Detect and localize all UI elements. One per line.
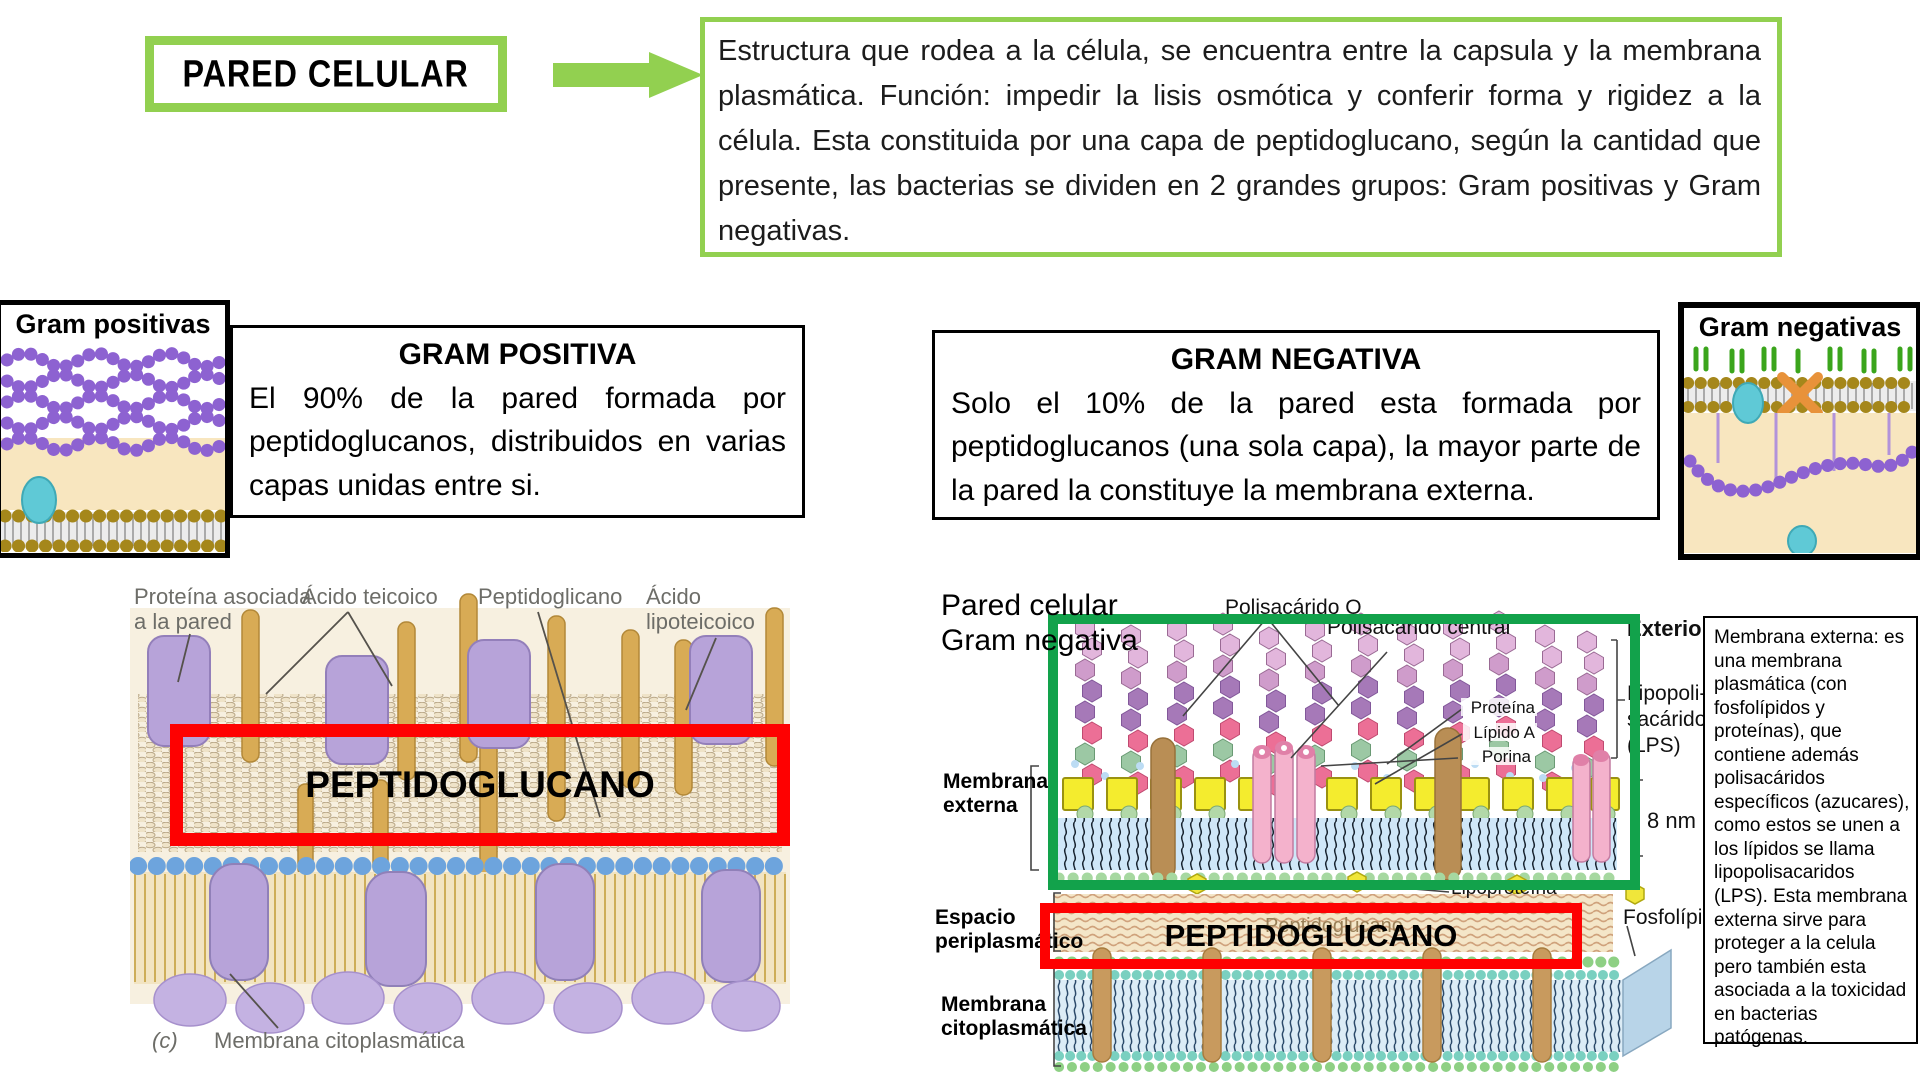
inner-membrane-tails (1055, 980, 1623, 1052)
wall-proteins (147, 635, 753, 765)
label-lps-3: (LPS) (1627, 734, 1681, 757)
gram-negativas-label: Gram negativas (1698, 312, 1902, 342)
label-porina: Porina (1482, 747, 1532, 766)
gram-positiva-title: GRAM POSITIVA (398, 338, 637, 371)
label-peptidoglucano-small: Peptidoglucano (1265, 915, 1403, 937)
inner-membrane-proteins (1092, 947, 1552, 1063)
arrow-shaft (553, 63, 649, 87)
porin-channels (1252, 741, 1611, 864)
gram-positiva-panel: GRAM POSITIVA El 90% de la pared formada… (230, 325, 805, 518)
cytoplasm-proteins (153, 971, 781, 1034)
gram-positive-wall-diagram: Proteína asociada a la pared Ácido teico… (130, 582, 810, 1060)
membrane-proteins (209, 863, 761, 987)
peptidoglucano-highlight-box-gn: PEPTIDOGLUCANO (1040, 903, 1582, 969)
label-lps-2: sacárido (1627, 708, 1706, 731)
gram-negativa-title: GRAM NEGATIVA (1170, 343, 1422, 376)
gram-positivas-label: Gram positivas (15, 309, 211, 339)
gn-diagram-title: Pared celular Gram negativa (941, 589, 1138, 658)
gram-positivas-thumbnail: Gram positivas (0, 300, 230, 558)
membrana-externa-note: Membrana externa: es una membrana plasmá… (1703, 616, 1918, 1048)
gram-negativas-thumbnail: Gram negativas (1678, 302, 1920, 560)
gram-negative-wall-diagram: Peptidoglucano (935, 588, 1735, 1080)
intro-text: Estructura que rodea a la célula, se enc… (718, 35, 1761, 247)
label-membrana-externa: Membrana externa (943, 770, 1049, 818)
gram-positiva-text: El 90% de la pared formada por peptidogl… (249, 381, 786, 502)
peptidoglycan-chain (1684, 444, 1916, 498)
label-exterior: Exterior (1627, 616, 1711, 641)
pointer-lines (177, 611, 717, 1029)
gram-negativa-panel: GRAM NEGATIVA Solo el 10% de la pared es… (932, 330, 1660, 520)
label-lipido-a: Lípido A (1474, 723, 1536, 742)
label-proteina: Proteína (1471, 698, 1536, 717)
arrow-head (649, 52, 703, 98)
membrana-externa-note-text: Membrana externa: es una membrana plasmá… (1714, 627, 1910, 1049)
label-acido-teicoico: Ácido teicoico (302, 584, 438, 609)
arrow-right-icon (553, 52, 703, 98)
label-fosfolipido: Fosfolípido (1623, 906, 1726, 929)
label-8nm: 8 nm (1647, 808, 1696, 833)
label-proteina-asociada: Proteína asociada a la pared (134, 584, 312, 635)
label-membrana-citoplasmatica: Membrana citoplasmática (214, 1028, 465, 1053)
label-membrana-citoplasmatica: Membrana citoplasmática (941, 993, 1087, 1041)
label-lps-1: Lipopoli- (1627, 682, 1706, 705)
teichoic-links (1716, 413, 1891, 479)
peptidoglucano-highlight-gn: PEPTIDOGLUCANO (1164, 918, 1458, 953)
membrane-3d-face (1622, 948, 1672, 1058)
page-title: PARED CELULAR (182, 52, 470, 95)
gram-negativa-text: Solo el 10% de la pared esta formada por… (951, 386, 1641, 507)
label-peptidoglicano: Peptidoglicano (478, 584, 623, 609)
label-polisacarido-o: Polisacárido O (1225, 596, 1362, 619)
label-acido-lipoteicoico: Ácido lipoteicoico (646, 584, 755, 635)
label-c: (c) (152, 1028, 178, 1053)
gram-negativas-illustration (1684, 346, 1916, 553)
membrana-externa-highlight-box (1048, 614, 1640, 890)
title-box: PARED CELULAR (145, 36, 507, 112)
porin-x (1777, 372, 1823, 418)
gram-positivas-illustration (1, 347, 225, 552)
intro-text-box: Estructura que rodea a la célula, se enc… (700, 17, 1782, 257)
protein-oval (21, 476, 57, 524)
peptidoglucano-highlight-gp: PEPTIDOGLUCANO (305, 764, 655, 805)
membrane-proteins (1150, 727, 1462, 881)
gp-diagram-art (130, 593, 791, 1034)
peptidoglucano-highlight-box-gp: PEPTIDOGLUCANO (170, 724, 790, 846)
peptidoglycan-bead-chains (1, 347, 225, 457)
lps-spikes (1693, 346, 1913, 374)
